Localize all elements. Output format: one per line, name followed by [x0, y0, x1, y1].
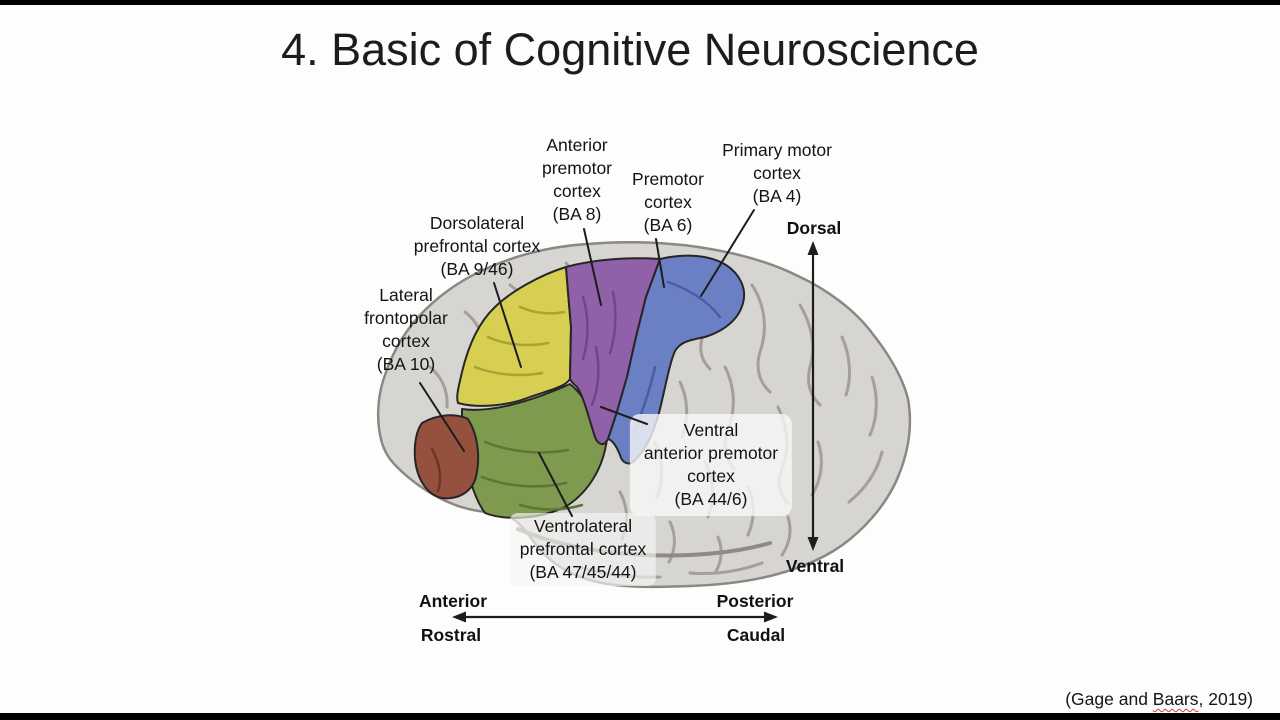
label-caudal: Caudal: [726, 625, 786, 645]
label-lateral-frontopolar-cortex: Lateral frontopolar cortex (BA 10): [364, 285, 448, 374]
letterbox-bar-top: [0, 0, 1280, 5]
brown-region-sulcus: [430, 447, 442, 493]
region-lateral-frontopolar: [413, 414, 480, 500]
letterbox-bar-bottom: [0, 713, 1280, 720]
label-dorsolateral-prefrontal-cortex: Dorsolateral prefrontal cortex (BA 9/46): [413, 213, 541, 279]
label-rostral: Rostral: [420, 625, 482, 645]
label-dorsal: Dorsal: [786, 218, 842, 238]
label-premotor-cortex: Premotor cortex (BA 6): [632, 169, 704, 235]
label-anterior: Anterior: [418, 591, 488, 611]
citation: (Gage and Baars, 2019): [1065, 689, 1253, 710]
slide-title: 4. Basic of Cognitive Neuroscience: [281, 24, 979, 75]
label-ventral: Ventral: [785, 556, 845, 576]
label-ventrolateral-prefrontal-cortex: Ventrolateral prefrontal cortex (BA 47/4…: [509, 513, 657, 586]
citation-suffix: , 2019): [1198, 689, 1253, 709]
anterior-posterior-axis: [452, 611, 778, 623]
citation-prefix: (Gage and: [1065, 689, 1153, 709]
arrowhead-posterior: [764, 611, 778, 623]
label-posterior: Posterior: [716, 591, 794, 611]
label-anterior-premotor-cortex: Anterior premotor cortex (BA 8): [541, 135, 613, 224]
citation-spellcheck-word: Baars: [1152, 689, 1199, 709]
label-ventral-anterior-premotor-cortex: Ventral anterior premotor cortex (BA 44/…: [629, 414, 793, 516]
label-primary-motor-cortex: Primary motor cortex (BA 4): [722, 140, 832, 206]
arrowhead-anterior: [452, 611, 466, 623]
